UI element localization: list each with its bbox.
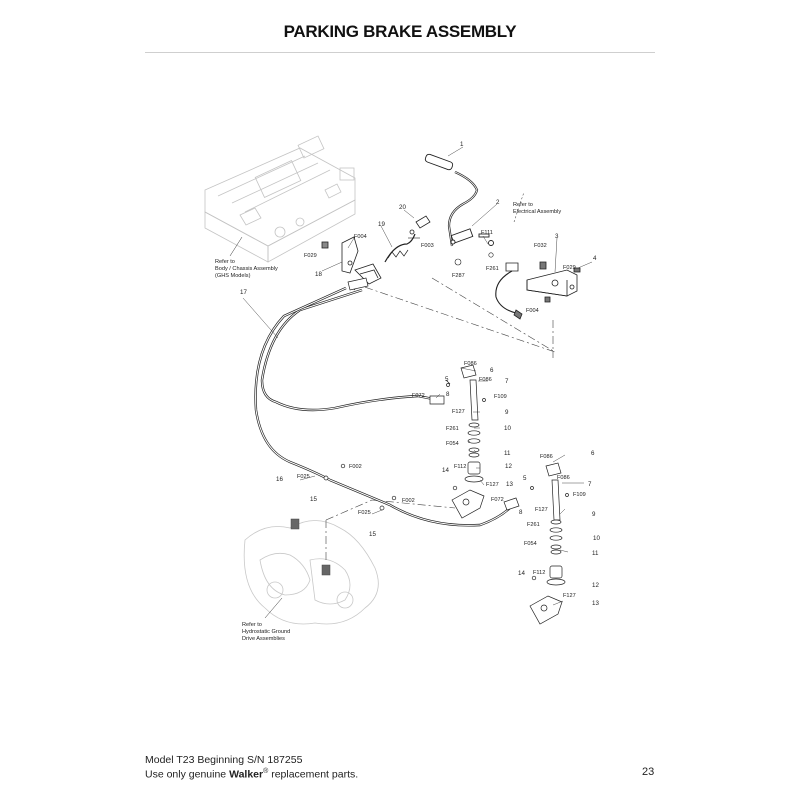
callout-F086-a: F086 — [464, 361, 477, 367]
callout-6-b: 6 — [591, 450, 595, 457]
footer-notice-suffix: replacement parts. — [268, 768, 359, 781]
callout-F032: F032 — [534, 243, 547, 249]
title-divider — [145, 52, 655, 53]
callout-4: 4 — [593, 255, 597, 262]
linkage — [321, 215, 431, 291]
footer-brand: Walker — [229, 768, 264, 781]
ref-body-line1: Refer to — [215, 259, 235, 265]
ref-electrical-line2: Electrical Assembly — [513, 209, 561, 215]
callout-10-b: 10 — [593, 535, 600, 542]
ref-body-line3: (GHS Models) — [215, 273, 251, 279]
callout-F086-d: F086 — [557, 475, 570, 481]
chassis-leader — [229, 236, 243, 257]
callout-F054-a: F054 — [446, 441, 459, 447]
callout-F002-b: F002 — [402, 498, 415, 504]
callout-6-a: 6 — [490, 367, 494, 374]
switch-bracket — [495, 191, 581, 320]
dashed-reference-lines — [325, 277, 556, 560]
callout-9-b: 9 — [592, 511, 596, 518]
callout-5-a: 5 — [445, 376, 449, 383]
ref-hydro-line2: Hydrostatic Ground — [242, 629, 290, 635]
callout-F261-c: F261 — [527, 522, 540, 528]
callout-13-a: 13 — [506, 481, 513, 488]
callout-20: 20 — [399, 204, 406, 211]
callout-8-b: 8 — [519, 509, 523, 516]
brake-cables — [254, 286, 513, 527]
callout-F054-b: F054 — [524, 541, 537, 547]
callout-10-a: 10 — [504, 425, 511, 432]
brake-arm-upper — [445, 364, 486, 519]
footer-registered: ® — [263, 768, 269, 775]
callout-F261-b: F261 — [446, 426, 459, 432]
ref-electrical-line1: Refer to — [513, 202, 533, 208]
callout-18: 18 — [315, 271, 322, 278]
handle-hardware — [454, 252, 494, 266]
ref-hydro-line1: Refer to — [242, 622, 262, 628]
page-title: PARKING BRAKE ASSEMBLY — [283, 22, 517, 41]
callout-F109-b: F109 — [573, 492, 586, 498]
callout-17: 17 — [240, 289, 247, 296]
callout-F004-a: F004 — [354, 234, 367, 240]
callout-F127-d: F127 — [563, 593, 576, 599]
footer-notice: Use only genuine Walker® replacement par… — [145, 766, 358, 781]
callout-F004-b: F004 — [526, 308, 539, 314]
callout-F261-a: F261 — [486, 266, 499, 272]
callout-F072-b: F072 — [491, 497, 504, 503]
callout-3: 3 — [555, 233, 559, 240]
callout-14-a: 14 — [442, 467, 449, 474]
callout-F127-c: F127 — [535, 507, 548, 513]
callout-15-b: 15 — [369, 531, 376, 538]
ref-hydro-line3: Drive Assemblies — [242, 636, 285, 642]
callout-12-a: 12 — [505, 463, 512, 470]
footer-notice-prefix: Use only genuine — [145, 768, 230, 781]
callout-F287: F287 — [452, 273, 465, 279]
callout-F025-a: F025 — [297, 474, 310, 480]
callout-F111: F111 — [481, 230, 493, 236]
callout-F029-a: F029 — [304, 253, 317, 259]
callout-1: 1 — [460, 141, 464, 148]
footer: Model T23 Beginning S/N 187255 Use only … — [145, 754, 358, 781]
callout-11-b: 11 — [592, 550, 599, 557]
callout-14-b: 14 — [518, 570, 525, 577]
callout-F025-b: F025 — [358, 510, 371, 516]
callout-2: 2 — [496, 199, 500, 206]
brake-handle — [424, 153, 494, 247]
callout-F127-a: F127 — [452, 409, 465, 415]
callout-16: 16 — [276, 476, 283, 483]
ref-body-line2: Body / Chassis Assembly — [215, 266, 278, 272]
callout-15-a: 15 — [310, 496, 317, 503]
chassis-illustration — [204, 135, 356, 263]
footer-model: Model T23 Beginning S/N 187255 — [145, 754, 303, 766]
page-number: 23 — [642, 766, 655, 778]
leader-lines — [242, 146, 593, 606]
callout-F112-a: F112 — [454, 464, 466, 470]
hydrostatic-fittings — [290, 518, 331, 576]
callout-F086-c: F086 — [540, 454, 553, 460]
callout-12-b: 12 — [592, 582, 599, 589]
callout-7-b: 7 — [588, 481, 592, 488]
callout-F109-a: F109 — [494, 394, 507, 400]
callout-F003: F003 — [421, 243, 434, 249]
callout-F127-b: F127 — [486, 482, 499, 488]
callout-5-b: 5 — [523, 475, 527, 482]
callout-9-a: 9 — [505, 409, 509, 416]
callout-F029-b: F029 — [563, 265, 576, 271]
callout-F112-b: F112 — [533, 570, 545, 576]
callout-13-b: 13 — [592, 600, 599, 607]
callout-11-a: 11 — [504, 450, 511, 457]
callout-19: 19 — [378, 221, 385, 228]
callout-8-a: 8 — [446, 391, 450, 398]
callout-F002-a: F002 — [349, 464, 362, 470]
hydro-leader — [264, 597, 283, 619]
callout-7-a: 7 — [505, 378, 509, 385]
callout-F086-b: F086 — [479, 377, 492, 383]
cable-fittings — [323, 277, 520, 511]
callout-F072-a: F072 — [412, 393, 425, 399]
brake-arm-lower — [529, 462, 569, 625]
hydrostatic-illustration — [243, 520, 379, 625]
